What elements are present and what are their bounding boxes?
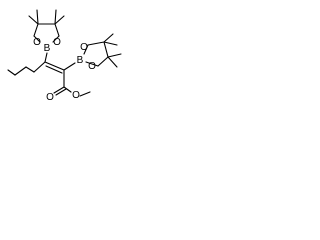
atom-label-carbonyl-oxygen: O	[46, 92, 54, 103]
pentyl-chain	[7, 61, 46, 76]
chemical-structure: B O O B O O O O	[7, 9, 122, 103]
left-pinacol-boronate	[28, 9, 65, 43]
right-pinacol-boronate	[83, 33, 122, 68]
atom-label-boron-left: B	[44, 43, 51, 54]
methyl-ester	[53, 69, 91, 97]
atom-label-methoxy-oxygen: O	[72, 90, 80, 101]
atom-label-oxygen-left-a: O	[33, 37, 41, 48]
atom-label-oxygen-right-a: O	[80, 42, 88, 53]
atom-label-oxygen-left-b: O	[53, 37, 61, 48]
atom-label-oxygen-right-b: O	[88, 61, 96, 72]
atom-label-boron-right: B	[77, 55, 84, 66]
alkene-backbone	[44, 52, 76, 74]
